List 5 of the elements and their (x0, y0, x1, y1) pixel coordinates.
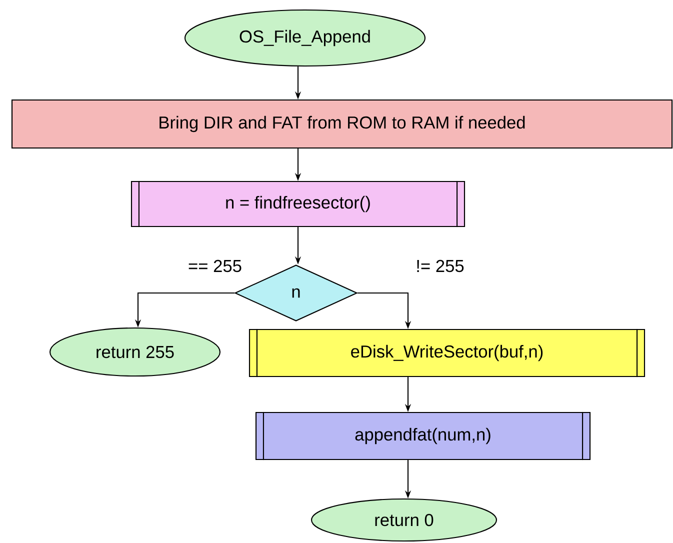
subroutine-box: appendfat(num,n) (255, 412, 591, 460)
subroutine-box: n = findfreesector() (130, 180, 466, 228)
subroutine-box: eDisk_WriteSector(buf,n) (248, 328, 646, 378)
edge-label: != 255 (414, 258, 466, 274)
process-box: Bring DIR and FAT from ROM to RAM if needed (11, 99, 673, 149)
